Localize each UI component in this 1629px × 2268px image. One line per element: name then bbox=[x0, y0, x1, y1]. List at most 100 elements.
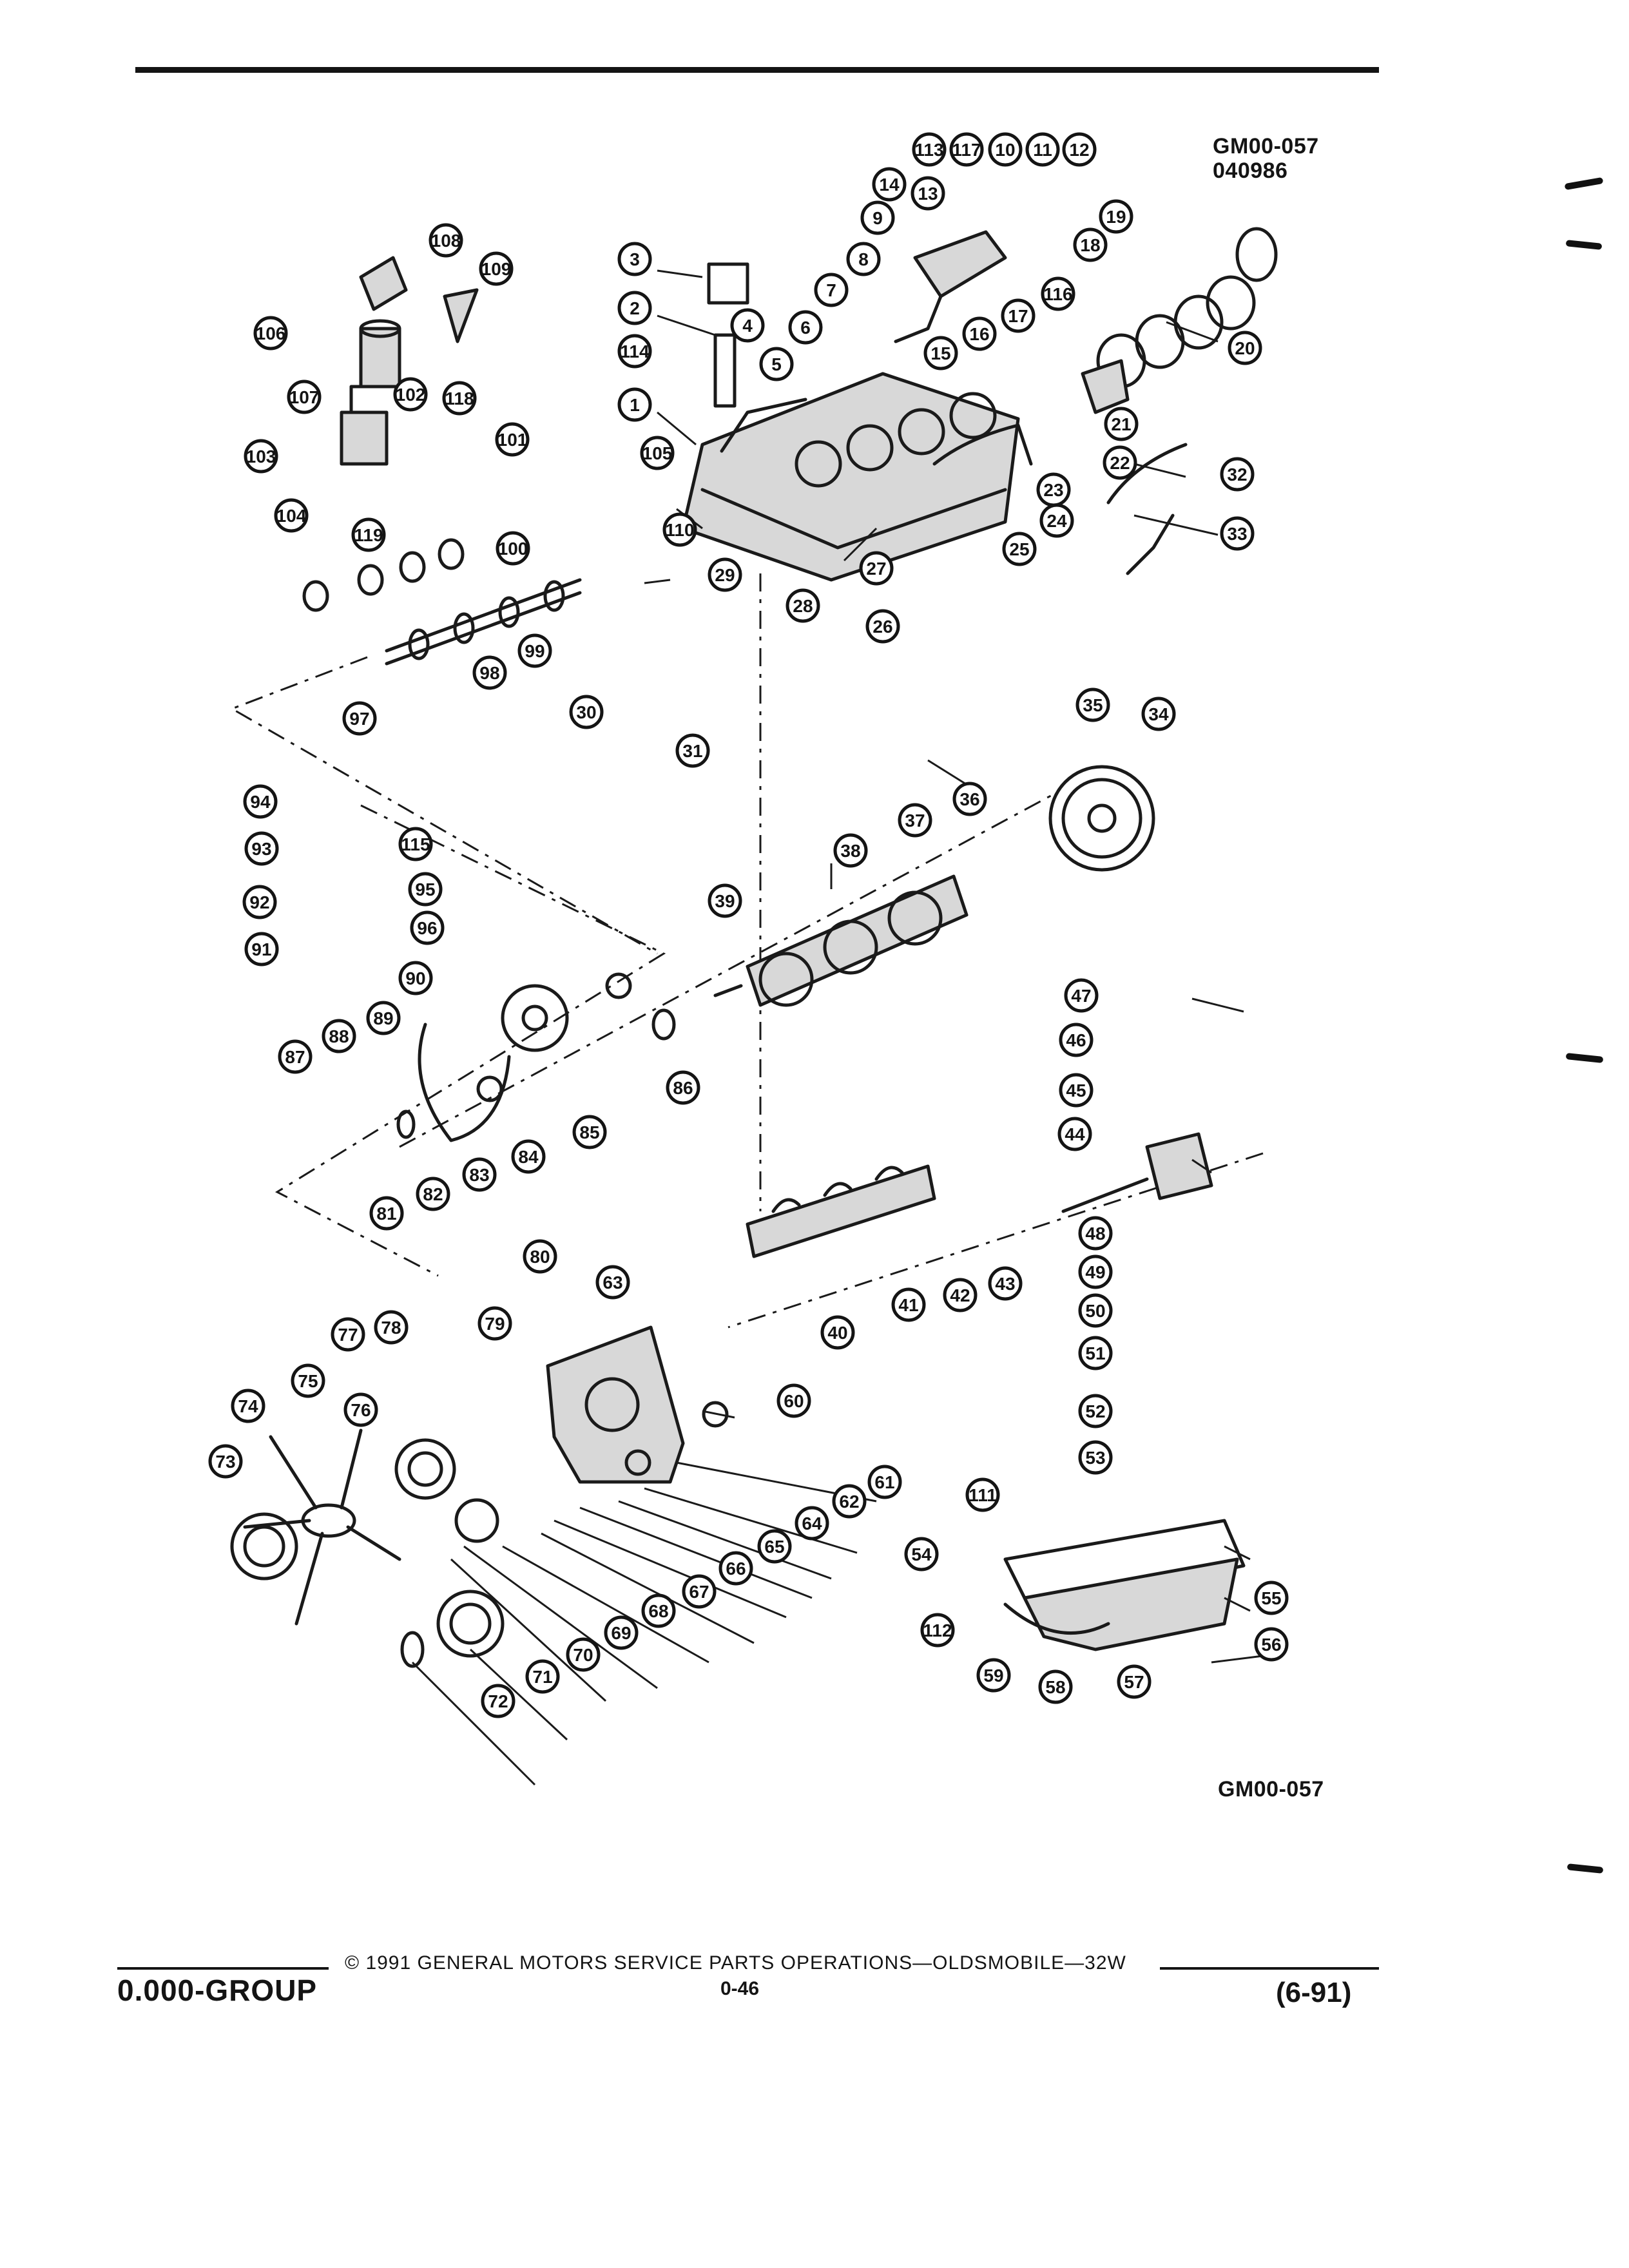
callout-17: 17 bbox=[1001, 298, 1036, 333]
callout-label: 100 bbox=[498, 539, 528, 559]
callout-label: 96 bbox=[417, 918, 437, 938]
camshaft-group bbox=[302, 538, 582, 666]
callout-47: 47 bbox=[1064, 978, 1099, 1013]
callout-label: 17 bbox=[1008, 306, 1028, 326]
callout-label: 99 bbox=[525, 641, 545, 661]
callout-label: 58 bbox=[1045, 1677, 1065, 1697]
callout-label: 2 bbox=[630, 298, 640, 318]
callout-label: 40 bbox=[827, 1323, 847, 1343]
callout-label: 23 bbox=[1043, 480, 1063, 500]
callout-101: 101 bbox=[495, 422, 530, 457]
callout-label: 93 bbox=[251, 839, 271, 859]
callout-72: 72 bbox=[481, 1684, 516, 1718]
callout-label: 56 bbox=[1261, 1635, 1281, 1655]
callout-5: 5 bbox=[759, 347, 794, 381]
callout-19: 19 bbox=[1099, 199, 1133, 234]
callout-label: 14 bbox=[879, 175, 900, 195]
callout-label: 41 bbox=[898, 1295, 918, 1315]
callout-label: 31 bbox=[682, 741, 702, 761]
callout-label: 69 bbox=[611, 1623, 631, 1643]
copyright-line: © 1991 GENERAL MOTORS SERVICE PARTS OPER… bbox=[345, 1952, 1126, 1974]
callout-label: 86 bbox=[673, 1078, 693, 1098]
callout-label: 51 bbox=[1085, 1343, 1105, 1363]
callout-98: 98 bbox=[472, 655, 507, 690]
callout-label: 45 bbox=[1066, 1081, 1086, 1100]
callout-29: 29 bbox=[708, 557, 742, 592]
callout-12: 12 bbox=[1062, 132, 1097, 167]
callout-label: 19 bbox=[1106, 207, 1126, 227]
callout-label: 26 bbox=[872, 617, 892, 637]
callout-label: 36 bbox=[959, 789, 979, 809]
callout-label: 112 bbox=[923, 1620, 952, 1640]
callout-label: 34 bbox=[1148, 704, 1169, 724]
callout-label: 104 bbox=[276, 506, 307, 526]
callout-106: 106 bbox=[253, 316, 288, 351]
callout-label: 44 bbox=[1065, 1124, 1085, 1144]
callout-65: 65 bbox=[757, 1529, 792, 1564]
callout-label: 62 bbox=[839, 1492, 859, 1512]
callout-label: 59 bbox=[983, 1666, 1003, 1686]
callout-label: 97 bbox=[349, 709, 369, 729]
callout-label: 29 bbox=[715, 565, 735, 585]
figure-caption-code: GM00-057 bbox=[1218, 1777, 1324, 1802]
callout-42: 42 bbox=[943, 1278, 978, 1312]
callout-1: 1 bbox=[617, 387, 652, 422]
figure-code-top: GM00-057 bbox=[1213, 134, 1319, 159]
callout-label: 103 bbox=[246, 447, 276, 466]
callout-label: 35 bbox=[1083, 695, 1103, 715]
callout-75: 75 bbox=[291, 1363, 325, 1398]
callout-38: 38 bbox=[833, 833, 868, 868]
callout-28: 28 bbox=[786, 588, 820, 623]
callout-label: 27 bbox=[866, 559, 886, 579]
callout-41: 41 bbox=[891, 1287, 926, 1322]
callout-2: 2 bbox=[617, 291, 652, 325]
callout-label: 98 bbox=[479, 663, 499, 683]
callout-96: 96 bbox=[410, 910, 445, 945]
callout-label: 57 bbox=[1124, 1672, 1144, 1692]
callout-label: 74 bbox=[238, 1396, 258, 1416]
callout-48: 48 bbox=[1078, 1216, 1113, 1251]
callout-label: 50 bbox=[1085, 1301, 1105, 1321]
callout-108: 108 bbox=[429, 223, 463, 258]
callout-77: 77 bbox=[331, 1317, 365, 1352]
callout-115: 115 bbox=[398, 827, 433, 861]
callout-35: 35 bbox=[1075, 687, 1110, 722]
callout-61: 61 bbox=[867, 1465, 902, 1499]
timing-set bbox=[396, 972, 676, 1142]
callout-label: 78 bbox=[381, 1318, 401, 1338]
callout-label: 52 bbox=[1085, 1401, 1105, 1421]
group-label: 0.000-GROUP bbox=[117, 1974, 318, 2007]
callout-49: 49 bbox=[1078, 1254, 1113, 1289]
callout-85: 85 bbox=[572, 1115, 607, 1149]
callout-label: 46 bbox=[1066, 1030, 1086, 1050]
callout-104: 104 bbox=[274, 498, 309, 533]
callout-59: 59 bbox=[976, 1658, 1011, 1693]
callout-68: 68 bbox=[641, 1593, 676, 1628]
callout-label: 79 bbox=[485, 1314, 505, 1334]
callout-label: 13 bbox=[918, 184, 938, 204]
callout-114: 114 bbox=[617, 334, 652, 369]
callout-92: 92 bbox=[242, 885, 277, 919]
callout-label: 33 bbox=[1227, 524, 1247, 544]
callout-label: 119 bbox=[354, 525, 383, 545]
front-cover-water-pump bbox=[546, 1325, 729, 1484]
oil-filter-group bbox=[340, 256, 479, 466]
callout-label: 70 bbox=[573, 1645, 593, 1665]
callout-54: 54 bbox=[904, 1537, 939, 1571]
callout-label: 7 bbox=[826, 280, 836, 300]
callout-69: 69 bbox=[604, 1615, 639, 1650]
main-bearing-caps bbox=[746, 1164, 936, 1258]
callout-label: 80 bbox=[530, 1247, 550, 1267]
callout-label: 1 bbox=[630, 395, 640, 415]
callout-95: 95 bbox=[408, 872, 443, 907]
callout-97: 97 bbox=[342, 701, 377, 736]
callout-80: 80 bbox=[523, 1239, 557, 1274]
callout-label: 10 bbox=[995, 140, 1015, 160]
callout-label: 89 bbox=[373, 1008, 393, 1028]
callout-label: 28 bbox=[793, 596, 813, 616]
callout-70: 70 bbox=[566, 1637, 601, 1672]
callout-63: 63 bbox=[595, 1265, 630, 1300]
callout-27: 27 bbox=[859, 551, 894, 586]
